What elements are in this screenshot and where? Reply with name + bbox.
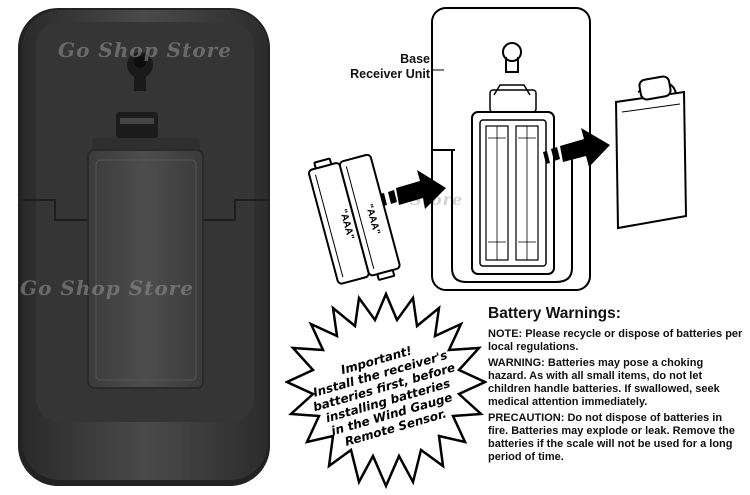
watermark-diagram: Store <box>410 190 464 209</box>
installation-diagram: "AAA" "AAA" Base Receiver Unit <box>308 7 688 291</box>
watermark-top: Go Shop Store <box>58 38 232 62</box>
base-label-line1: Base <box>400 52 430 66</box>
wind-gauge-sensor <box>614 75 688 230</box>
battery-icon <box>308 153 401 285</box>
warning-choking: WARNING: Batteries may pose a choking ha… <box>488 357 720 408</box>
warning-precaution: PRECAUTION: Do not dispose of batteries … <box>488 412 735 463</box>
base-label-line2: Receiver Unit <box>350 67 431 81</box>
device-photo: Go Shop Store Go Shop Store <box>0 0 290 495</box>
battery-latch <box>116 112 158 138</box>
warning-note: NOTE: Please recycle or dispose of batte… <box>488 328 743 353</box>
battery-door <box>87 149 204 389</box>
device-back-photo <box>18 8 270 486</box>
arrow-right-icon <box>543 128 610 167</box>
starburst-icon <box>285 290 487 490</box>
warnings-title: Battery Warnings: <box>488 305 621 322</box>
arrow-right-icon <box>380 170 446 209</box>
keyhole-icon <box>127 52 153 91</box>
watermark-middle: Go Shop Store <box>20 276 194 300</box>
keyhole-icon <box>502 42 522 73</box>
device-step-line <box>22 199 268 221</box>
battery-warnings: Battery Warnings: NOTE: Please recycle o… <box>488 305 743 467</box>
